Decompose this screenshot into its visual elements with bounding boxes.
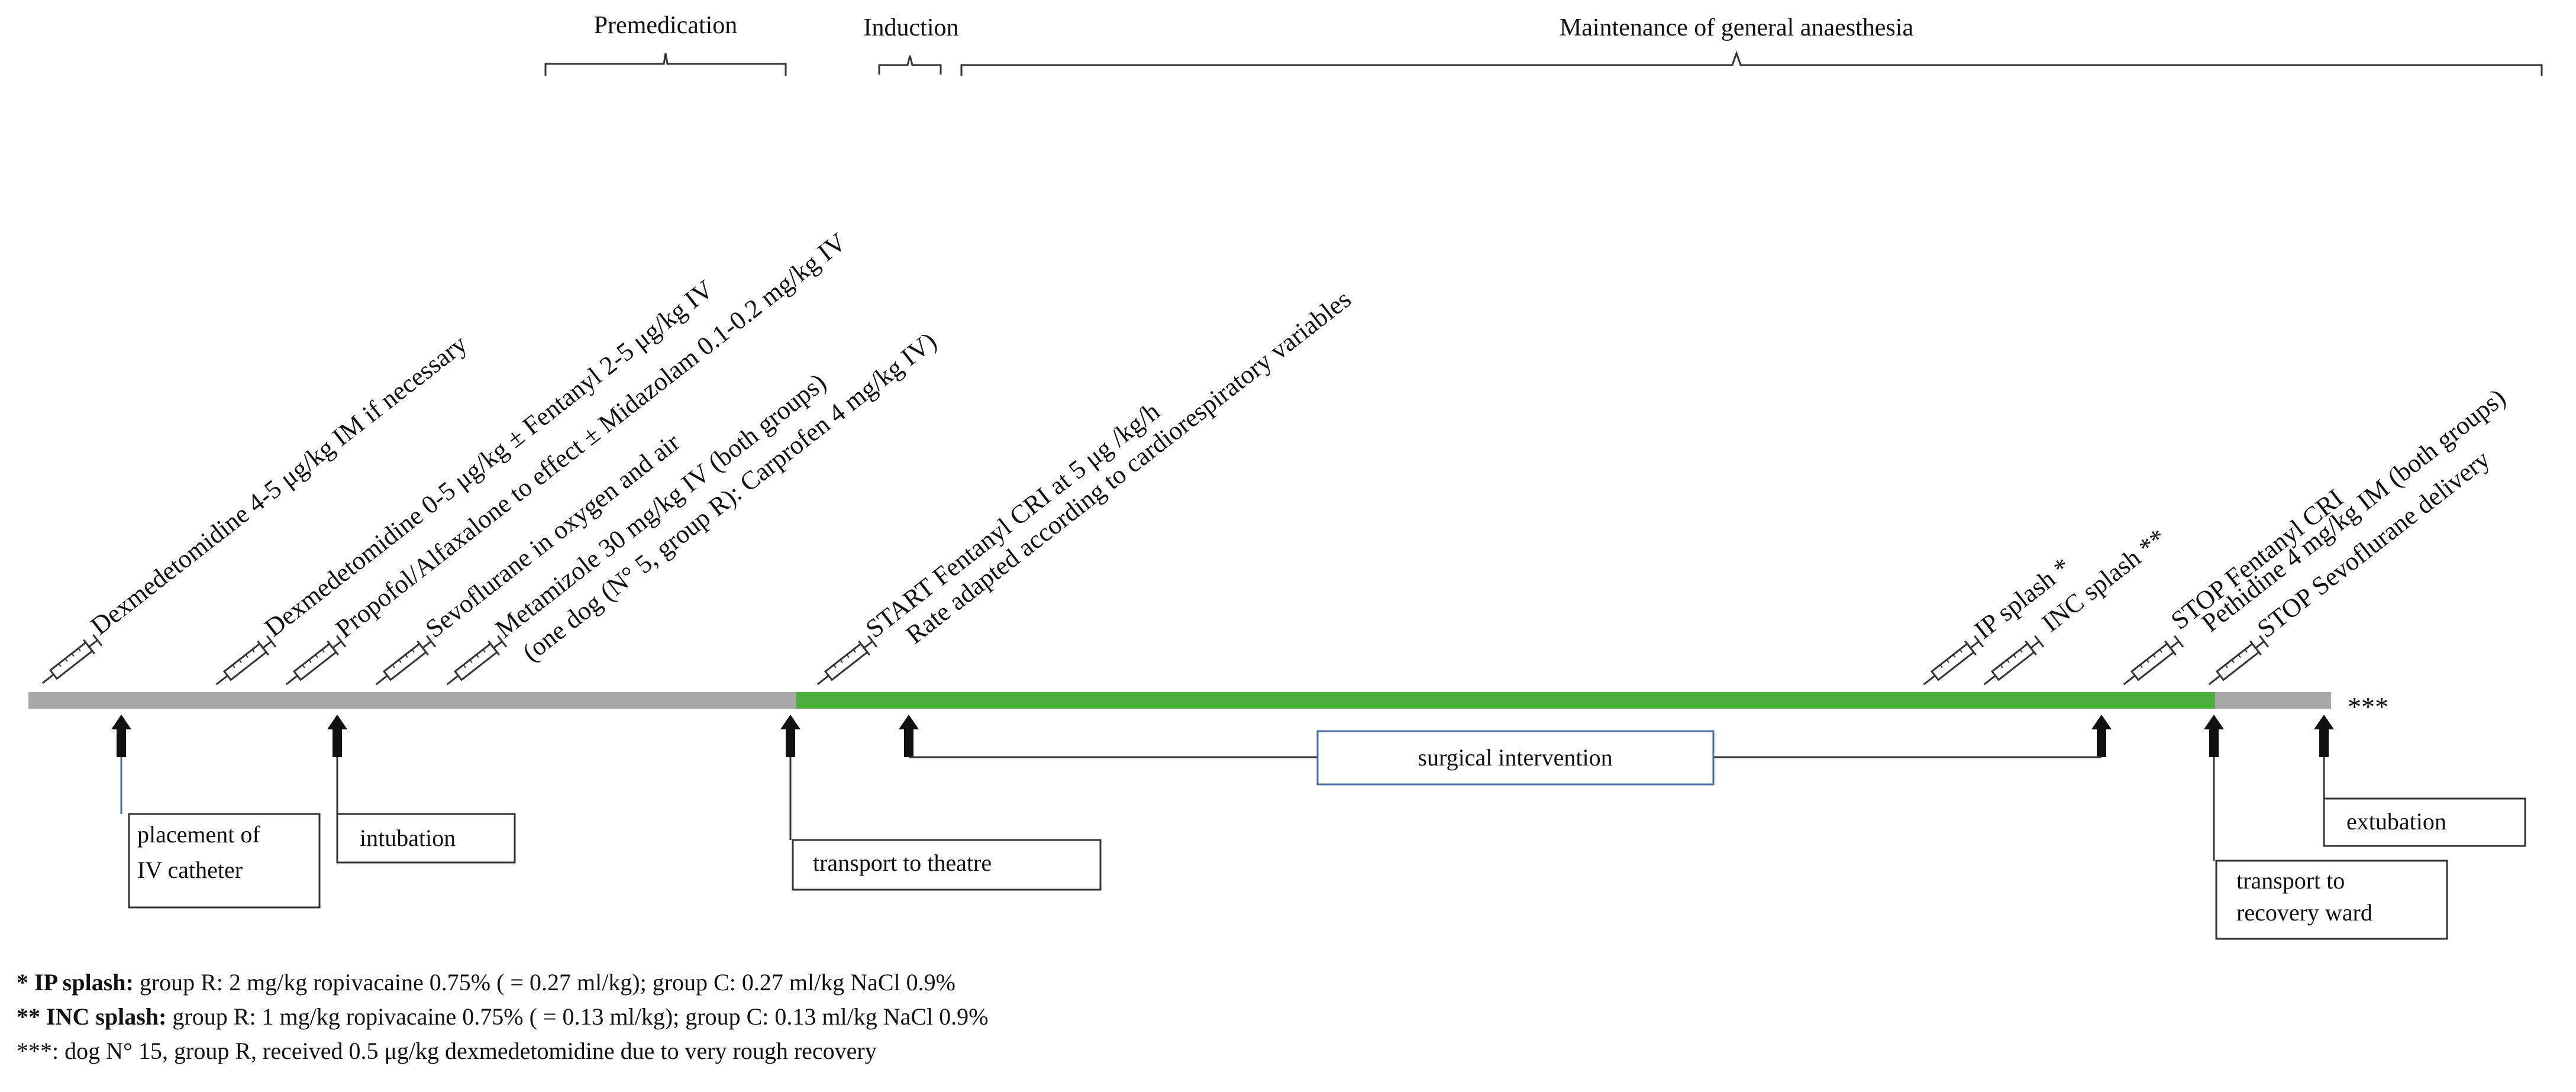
- event-fentanyl-cri-start: START Fentanyl CRI at 5 μg /kg/h Rate ad…: [811, 285, 1356, 693]
- footnote-ip-splash: * IP splash: group R: 2 mg/kg ropivacain…: [17, 965, 1791, 1000]
- phase-premedication: Premedication: [544, 12, 787, 76]
- footnote-inc-splash-text: group R: 1 mg/kg ropivacaine 0.75% ( = 0…: [166, 1003, 989, 1030]
- phase-induction: Induction: [864, 14, 959, 75]
- box-transport-recovery-line1: transport to: [2236, 867, 2345, 894]
- footnotes: * IP splash: group R: 2 mg/kg ropivacain…: [17, 965, 1791, 1068]
- timeline-end-marker: ***: [2348, 692, 2388, 722]
- maintenance-bracket: [960, 50, 2543, 76]
- box-transport-recovery: transport to recovery ward: [2215, 860, 2448, 940]
- up-arrow-icon-intubation: [327, 715, 347, 757]
- box-surgical-intervention: surgical intervention: [1316, 730, 1715, 786]
- box-intubation-label: intubation: [360, 825, 456, 851]
- footnote-ip-splash-text: group R: 2 mg/kg ropivacaine 0.75% ( = 0…: [133, 969, 955, 996]
- up-arrow-icon-transport-recovery: [2204, 715, 2224, 757]
- up-arrow-icon-extubation: [2314, 715, 2334, 757]
- footnote-ip-splash-term: * IP splash:: [17, 969, 134, 996]
- box-iv-catheter-line1: placement of: [137, 821, 260, 848]
- up-arrow-icon-surgery-end: [2091, 715, 2112, 757]
- syringe-icon: [440, 633, 509, 693]
- syringe-icon: [1917, 633, 1986, 693]
- event-fentanyl-rate-label: Rate adapted according to cardiorespirat…: [900, 285, 1356, 650]
- box-surgical-intervention-label: surgical intervention: [1418, 744, 1612, 771]
- syringe-icon: [35, 632, 104, 692]
- box-intubation: intubation: [336, 813, 516, 864]
- up-arrow-icon-transport-theatre: [780, 715, 800, 757]
- phase-induction-label: Induction: [864, 14, 959, 41]
- timeline-gray-segment-start: [28, 692, 796, 709]
- induction-bracket: [878, 55, 942, 75]
- box-iv-catheter-line2: IV catheter: [137, 857, 243, 883]
- event-dexmedetomidine-im-label: Dexmedetomidine 4-5 μg/kg IM if necessar…: [85, 329, 472, 641]
- syringe-icon: [811, 633, 879, 693]
- box-transport-recovery-line2: recovery ward: [2236, 899, 2372, 926]
- up-arrow-icon-iv-catheter: [111, 715, 131, 757]
- footnote-rough-recovery: ***: dog N° 15, group R, received 0.5 μg…: [17, 1034, 1791, 1068]
- syringe-icon: [2117, 633, 2186, 693]
- event-fentanyl-cri-start-label: START Fentanyl CRI at 5 μg /kg/h: [860, 396, 1165, 644]
- event-stop-fentanyl-label: STOP Fentanyl CRI: [2165, 483, 2349, 635]
- syringe-icon: [279, 633, 348, 693]
- phase-maintenance: Maintenance of general anaesthesia: [960, 14, 2543, 76]
- syringe-icon: [209, 633, 278, 693]
- event-stop-fentanyl: STOP Fentanyl CRI Pethidine 4 mg/kg IM (…: [2117, 383, 2511, 693]
- up-arrow-icon-surgery-start: [899, 715, 919, 757]
- timeline-green-segment: [796, 692, 2215, 709]
- phase-premedication-label: Premedication: [594, 12, 738, 39]
- syringe-icon: [2202, 633, 2271, 693]
- footnote-inc-splash-term: ** INC splash:: [17, 1003, 167, 1030]
- premedication-bracket: [544, 53, 787, 76]
- box-transport-theatre-label: transport to theatre: [813, 849, 992, 876]
- timeline-gray-segment-end: [2215, 692, 2331, 709]
- footnote-rough-recovery-text: ***: dog N° 15, group R, received 0.5 μg…: [17, 1038, 877, 1064]
- box-iv-catheter: placement of IV catheter: [128, 813, 321, 909]
- syringe-icon: [369, 633, 438, 693]
- box-transport-theatre: transport to theatre: [792, 839, 1102, 891]
- phase-maintenance-label: Maintenance of general anaesthesia: [1560, 14, 1914, 41]
- event-pethidine-label: Pethidine 4 mg/kg IM (both groups): [2196, 383, 2511, 638]
- box-extubation-label: extubation: [2346, 808, 2446, 835]
- box-extubation: extubation: [2323, 797, 2526, 847]
- footnote-inc-splash: ** INC splash: group R: 1 mg/kg ropivaca…: [17, 1000, 1791, 1034]
